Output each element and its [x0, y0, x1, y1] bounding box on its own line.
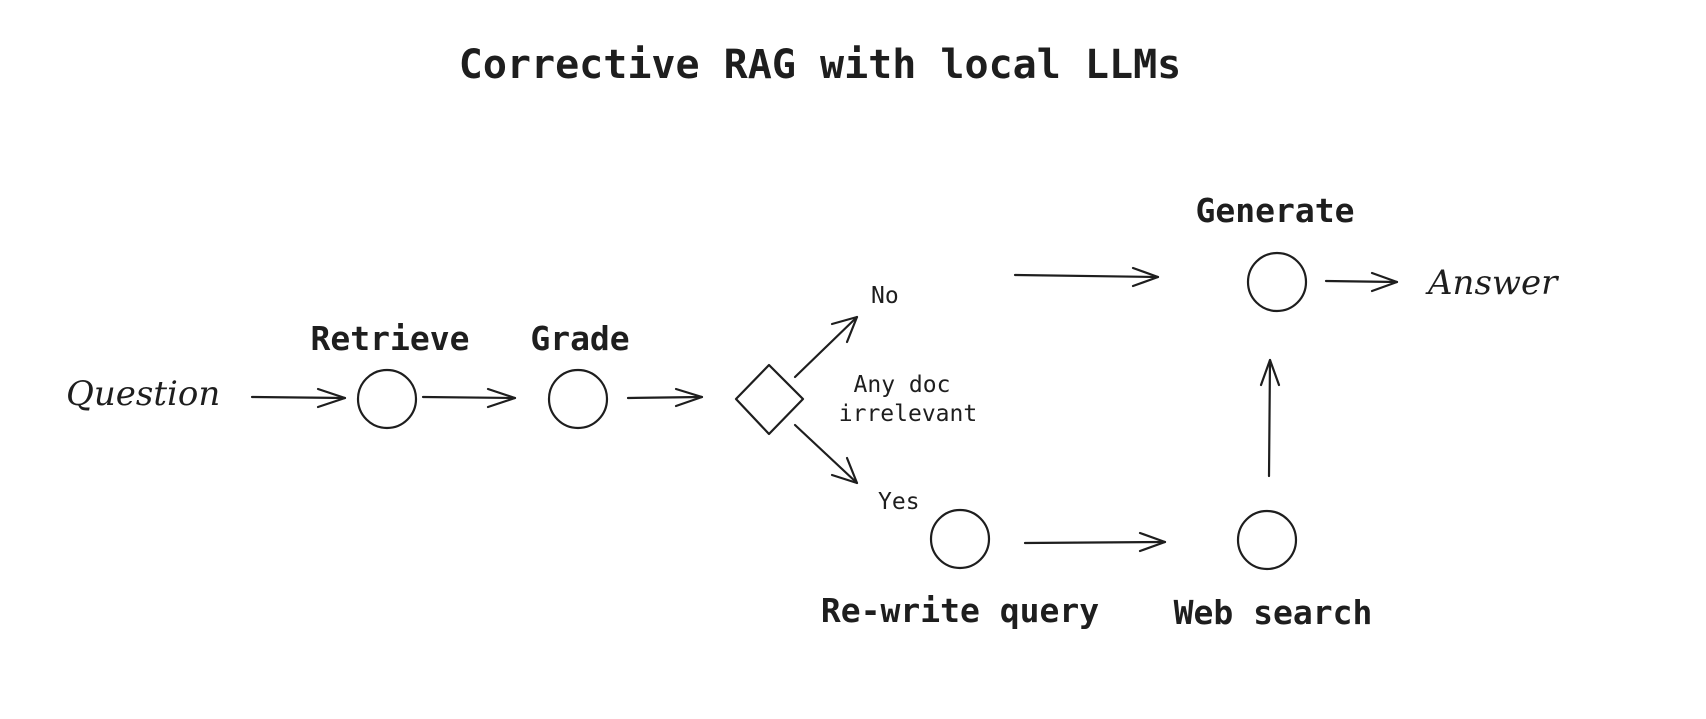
generate-label: Generate — [1196, 191, 1355, 230]
arrow-generate-to-answer — [1324, 271, 1399, 293]
question-label: Question — [66, 374, 220, 414]
decision-label-line1: Any doc — [854, 372, 951, 398]
branch-yes-label: Yes — [878, 489, 920, 515]
arrow-decision-to-no — [793, 315, 859, 379]
decision-diamond — [734, 363, 805, 436]
retrieve-label: Retrieve — [311, 319, 470, 358]
arrow-question-to-retrieve — [250, 387, 347, 409]
arrow-decision-to-yes — [793, 423, 859, 485]
grade-node — [547, 368, 609, 430]
decision-label-line2: irrelevant — [839, 401, 977, 427]
diagram-title: Corrective RAG with local LLMs — [459, 42, 1181, 88]
grade-label: Grade — [530, 319, 629, 358]
rewrite-node — [929, 508, 991, 570]
generate-node — [1246, 251, 1308, 313]
websearch-node — [1236, 509, 1298, 571]
arrow-websearch-to-generate — [1259, 358, 1281, 478]
answer-label: Answer — [1425, 263, 1559, 303]
arrow-rewrite-to-websearch — [1023, 531, 1167, 553]
retrieve-node — [356, 368, 418, 430]
branch-no-label: No — [871, 283, 899, 309]
websearch-label: Web search — [1174, 593, 1373, 632]
rewrite-label: Re-write query — [821, 591, 1099, 630]
arrow-retrieve-to-grade — [421, 387, 517, 409]
arrow-no-to-generate — [1013, 266, 1160, 288]
arrow-grade-to-decision — [626, 387, 704, 408]
